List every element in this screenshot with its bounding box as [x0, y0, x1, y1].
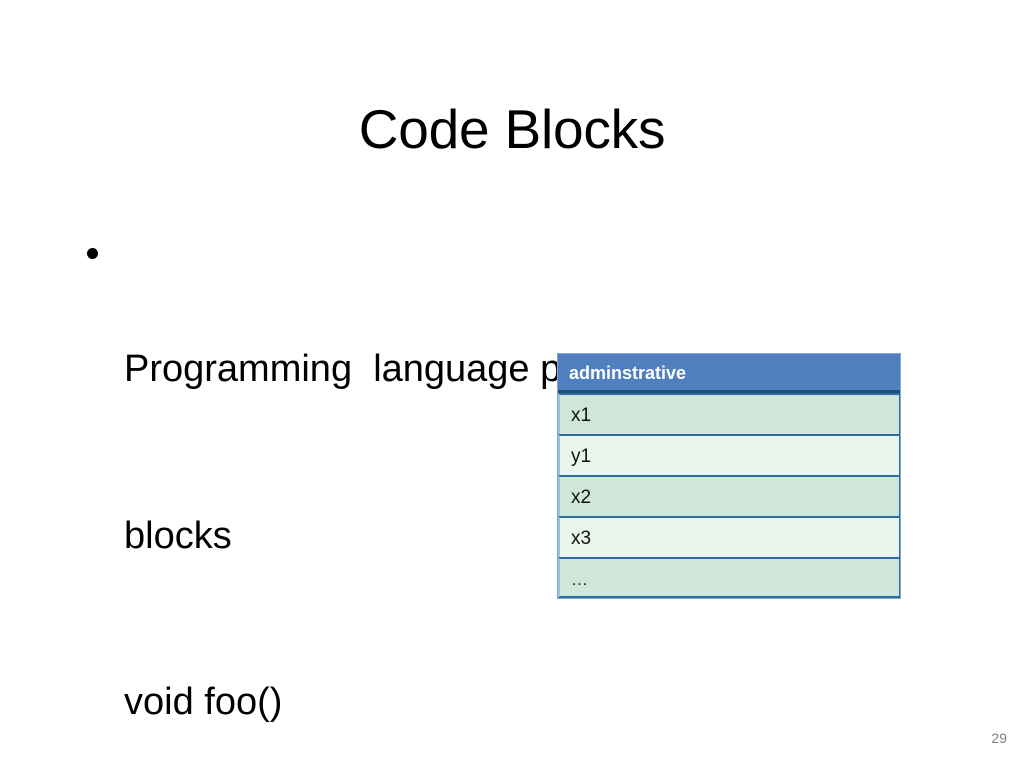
table-row: x3	[558, 516, 900, 557]
table-row: x2	[558, 475, 900, 516]
table-row: x1	[558, 393, 900, 434]
body-line: void foo()	[124, 681, 283, 723]
code-block-text: Programming language provide code blocks…	[84, 231, 758, 768]
table-row: y1	[558, 434, 900, 475]
body-text-block: Programming language provide code blocks…	[84, 231, 758, 768]
slide-page-number: 29	[991, 730, 1007, 746]
bullet-dot-icon	[87, 248, 98, 259]
page-title: Code Blocks	[358, 98, 666, 160]
list-item: Programming language provide code blocks…	[84, 231, 758, 768]
table-row: …	[558, 557, 900, 598]
administrative-table: adminstrative x1 y1 x2 x3 …	[557, 353, 901, 599]
body-line: blocks	[124, 514, 232, 557]
table-header-cell: adminstrative	[558, 354, 900, 393]
body-line: Programming language provide code	[124, 348, 758, 390]
